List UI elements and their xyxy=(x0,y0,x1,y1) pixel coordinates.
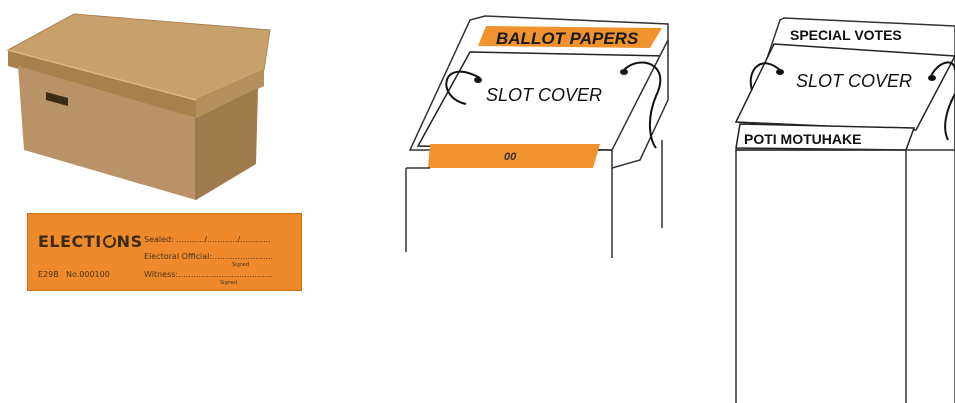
seal-logo-o-icon xyxy=(103,235,116,248)
ballot-seal-mark: 00 xyxy=(504,151,517,163)
ballot-slot-cover-text: SLOT COVER xyxy=(486,85,602,105)
special-footer-text: POTI MOTUHAKE xyxy=(744,131,861,147)
seal-code: E29B xyxy=(38,270,59,279)
seal-number: No.000100 xyxy=(66,270,110,279)
special-slot-cover-text: SLOT COVER xyxy=(796,71,912,91)
seal-sealed-field: Sealed: .........../............/.......… xyxy=(144,235,271,244)
seal-signed-1: Signed xyxy=(232,262,249,268)
ballot-header-text: BALLOT PAPERS xyxy=(496,29,639,48)
ballot-box: BALLOT PAPERS SLOT COVER 00 xyxy=(406,16,668,258)
storage-box-image xyxy=(8,14,270,200)
seal-witness-field: Witness:................................… xyxy=(144,270,272,279)
seal-official-field: Electoral Official:.....................… xyxy=(144,252,273,261)
special-votes-box: SPECIAL VOTES SLOT COVER POTI MOTUHAKE xyxy=(736,18,955,403)
special-header-text: SPECIAL VOTES xyxy=(790,27,902,43)
seal-signed-2: Signed xyxy=(220,280,237,286)
